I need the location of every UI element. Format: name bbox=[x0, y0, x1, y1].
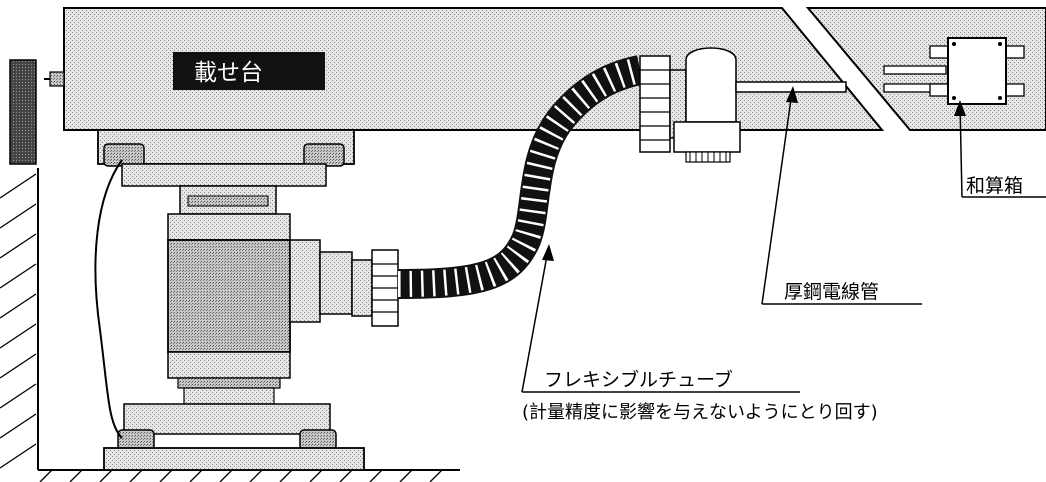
floor bbox=[38, 469, 460, 482]
callout-summing-box: 和算箱 bbox=[954, 100, 1046, 198]
callout-steel-conduit: 厚鋼電線管 bbox=[761, 86, 922, 305]
summing-box bbox=[929, 37, 1025, 105]
conduit-fitting bbox=[639, 47, 741, 163]
flexible-tube-label: フレキシブルチューブ bbox=[544, 368, 733, 391]
load-cell-cable-gland bbox=[351, 249, 399, 327]
platform-label: 載せ台 bbox=[194, 60, 263, 86]
wall bbox=[0, 168, 39, 470]
earth-wire bbox=[94, 159, 123, 439]
platform-label-plate bbox=[173, 52, 325, 90]
flexible-tube bbox=[397, 55, 644, 299]
stopper-pad bbox=[9, 59, 37, 165]
flexible-tube-note: (計量精度に影響を与えないようにとり回す) bbox=[522, 402, 878, 423]
summing-box-label: 和算箱 bbox=[966, 175, 1023, 197]
steel-conduit-label: 厚鋼電線管 bbox=[784, 281, 879, 303]
load-cell bbox=[97, 129, 365, 471]
callout-flexible-tube: フレキシブルチューブ (計量精度に影響を与えないようにとり回す) bbox=[521, 244, 878, 423]
